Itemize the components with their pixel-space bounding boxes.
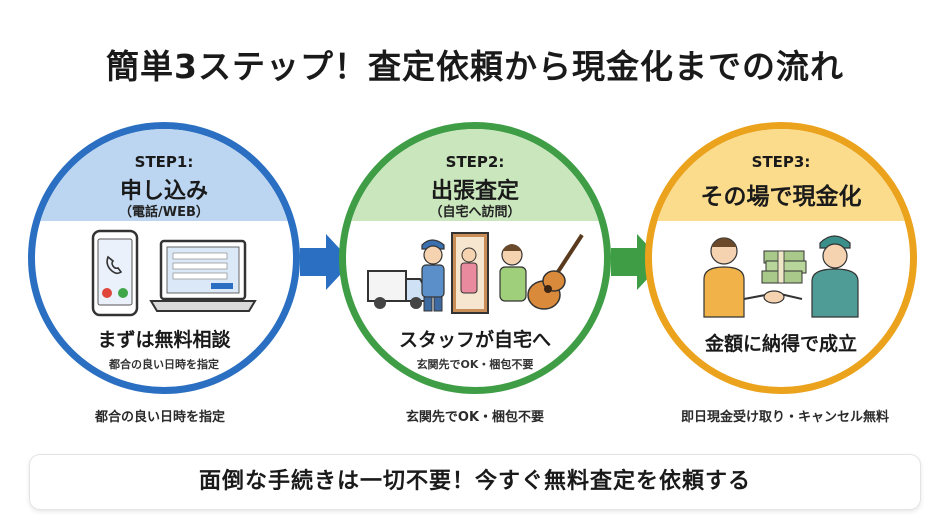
step1-caption: まずは無料相談 <box>97 329 231 351</box>
handshake-icon <box>743 290 803 304</box>
staff-person-icon <box>811 235 859 318</box>
laptop-icon <box>149 239 257 312</box>
step2-note: 玄関先でOK・梱包不要 <box>416 358 534 371</box>
step1-header-band: STEP1: 申し込み （電話/WEB） <box>35 129 293 221</box>
step2-caption: スタッフが自宅へ <box>398 329 551 351</box>
step1-note: 都合の良い日時を指定 <box>109 358 219 371</box>
customer-person-icon <box>499 244 527 302</box>
step1-circle: STEP1: 申し込み （電話/WEB） まずは無料相談 都合の良い日時を指定 <box>28 122 300 394</box>
step2-below-text: 玄関先でOK・梱包不要 <box>405 410 545 425</box>
staff-person-icon <box>421 239 445 312</box>
step1-below-text: 都合の良い日時を指定 <box>94 410 225 425</box>
step3-title: その場で現金化 <box>700 184 862 210</box>
cta-button[interactable]: 面倒な手続きは一切不要！今すぐ無料査定を依頼する <box>30 455 920 509</box>
door-icon <box>451 232 489 314</box>
truck-icon <box>367 270 427 309</box>
step3-circle: STEP3: その場で現金化 金額に納得で成立 <box>645 122 917 394</box>
step2-title: 出張査定 <box>430 179 519 204</box>
guitar-icon <box>527 233 584 310</box>
step2-label: STEP2: <box>445 153 505 171</box>
step3-below-text: 即日現金受け取り・キャンセル無料 <box>680 410 889 425</box>
customer-person-icon <box>703 237 745 318</box>
step3-header-band: STEP3: その場で現金化 <box>652 129 910 221</box>
home-visit-illustration <box>367 232 584 314</box>
smartphone-icon <box>91 229 139 317</box>
step1-subtitle: （電話/WEB） <box>119 205 209 220</box>
step2-header-band: STEP2: 出張査定 （自宅へ訪問） <box>346 129 604 221</box>
step3-caption: 金額に納得で成立 <box>704 333 857 355</box>
step2-circle: STEP2: 出張査定 （自宅へ訪問） <box>339 122 611 394</box>
cash-bundle-icon <box>761 250 807 284</box>
step2-subtitle: （自宅へ訪問） <box>429 205 521 220</box>
cash-handshake-illustration <box>703 235 859 318</box>
phone-and-laptop-illustration <box>91 229 257 317</box>
page-title: 簡単3ステップ！査定依頼から現金化までの流れ <box>106 47 844 86</box>
step3-label: STEP3: <box>751 153 811 171</box>
step1-title: 申し込み <box>119 179 208 204</box>
step1-label: STEP1: <box>134 153 194 171</box>
